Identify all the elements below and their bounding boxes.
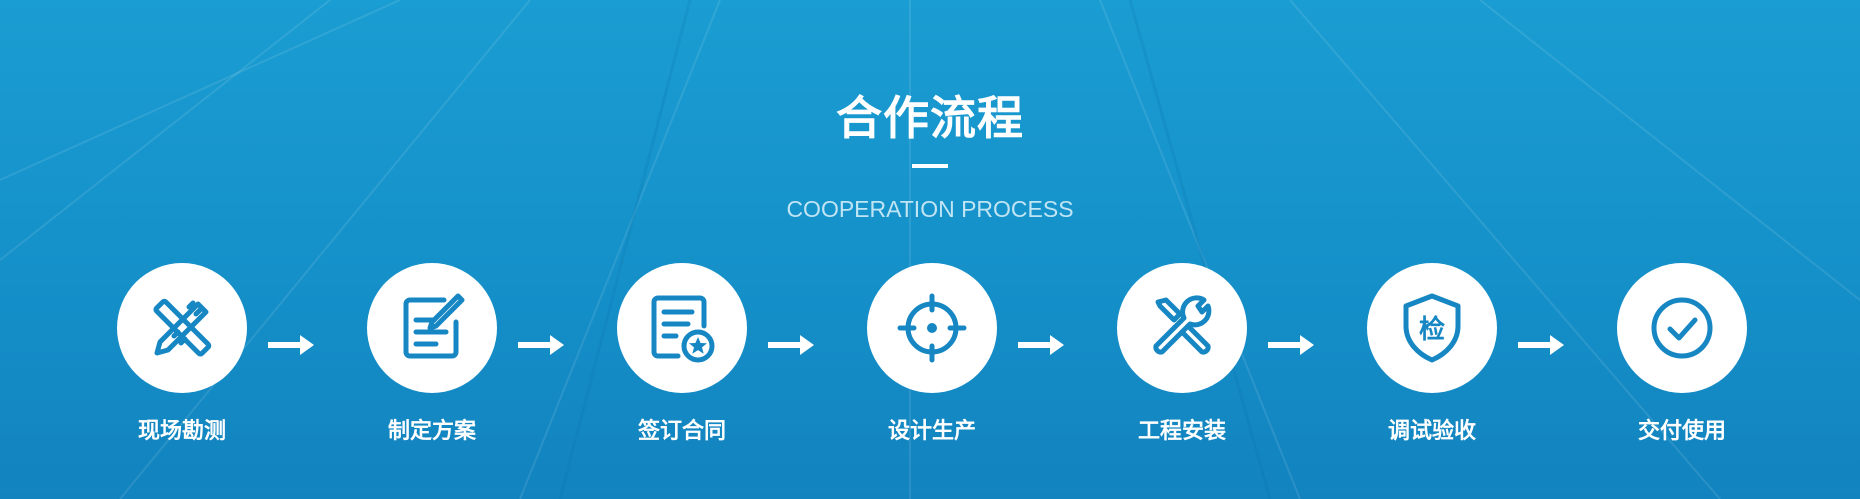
process-step-design-production: 设计生产 (807, 263, 1057, 446)
process-step-acceptance: 检 调试验收 (1307, 263, 1557, 446)
step-label: 调试验收 (1387, 419, 1476, 444)
wrench-screwdriver-icon (1153, 295, 1212, 355)
step-label: 交付使用 (1637, 419, 1726, 444)
edit-document-icon (403, 293, 465, 359)
step-label: 现场勘测 (137, 419, 226, 444)
step-icon-circle (117, 263, 247, 393)
step-icon-circle: 检 (1367, 263, 1497, 393)
shield-inspection-text: 检 (1419, 314, 1445, 345)
step-label: 签订合同 (637, 419, 726, 444)
title-divider (912, 164, 948, 168)
arrow-right-icon (1018, 335, 1064, 355)
ruler-pencil-icon (153, 298, 212, 357)
arrow-right-icon (518, 335, 564, 355)
step-label: 工程安装 (1137, 419, 1226, 444)
process-step-planning: 制定方案 (307, 263, 557, 446)
step-icon-circle (367, 263, 497, 393)
process-step-installation: 工程安装 (1057, 263, 1307, 446)
step-icon-circle (1617, 263, 1747, 393)
crosshair-target-icon (897, 293, 967, 363)
shield-inspection-icon: 检 (1403, 293, 1461, 363)
arrow-right-icon (1518, 335, 1564, 355)
step-icon-circle (617, 263, 747, 393)
process-step-site-survey: 现场勘测 (57, 263, 307, 446)
step-icon-circle (867, 263, 997, 393)
step-icon-circle (1117, 263, 1247, 393)
arrow-right-icon (768, 335, 814, 355)
arrow-right-icon (1268, 335, 1314, 355)
check-circle-icon (1651, 297, 1713, 359)
section-subtitle: COOPERATION PROCESS (786, 196, 1074, 222)
arrow-right-icon (268, 335, 314, 355)
process-step-delivery: 交付使用 (1557, 263, 1807, 446)
section-title: 合作流程 (836, 91, 1024, 145)
step-label: 制定方案 (387, 419, 476, 444)
process-step-contract: 签订合同 (557, 263, 807, 446)
contract-star-icon (651, 295, 715, 363)
step-label: 设计生产 (887, 419, 976, 444)
